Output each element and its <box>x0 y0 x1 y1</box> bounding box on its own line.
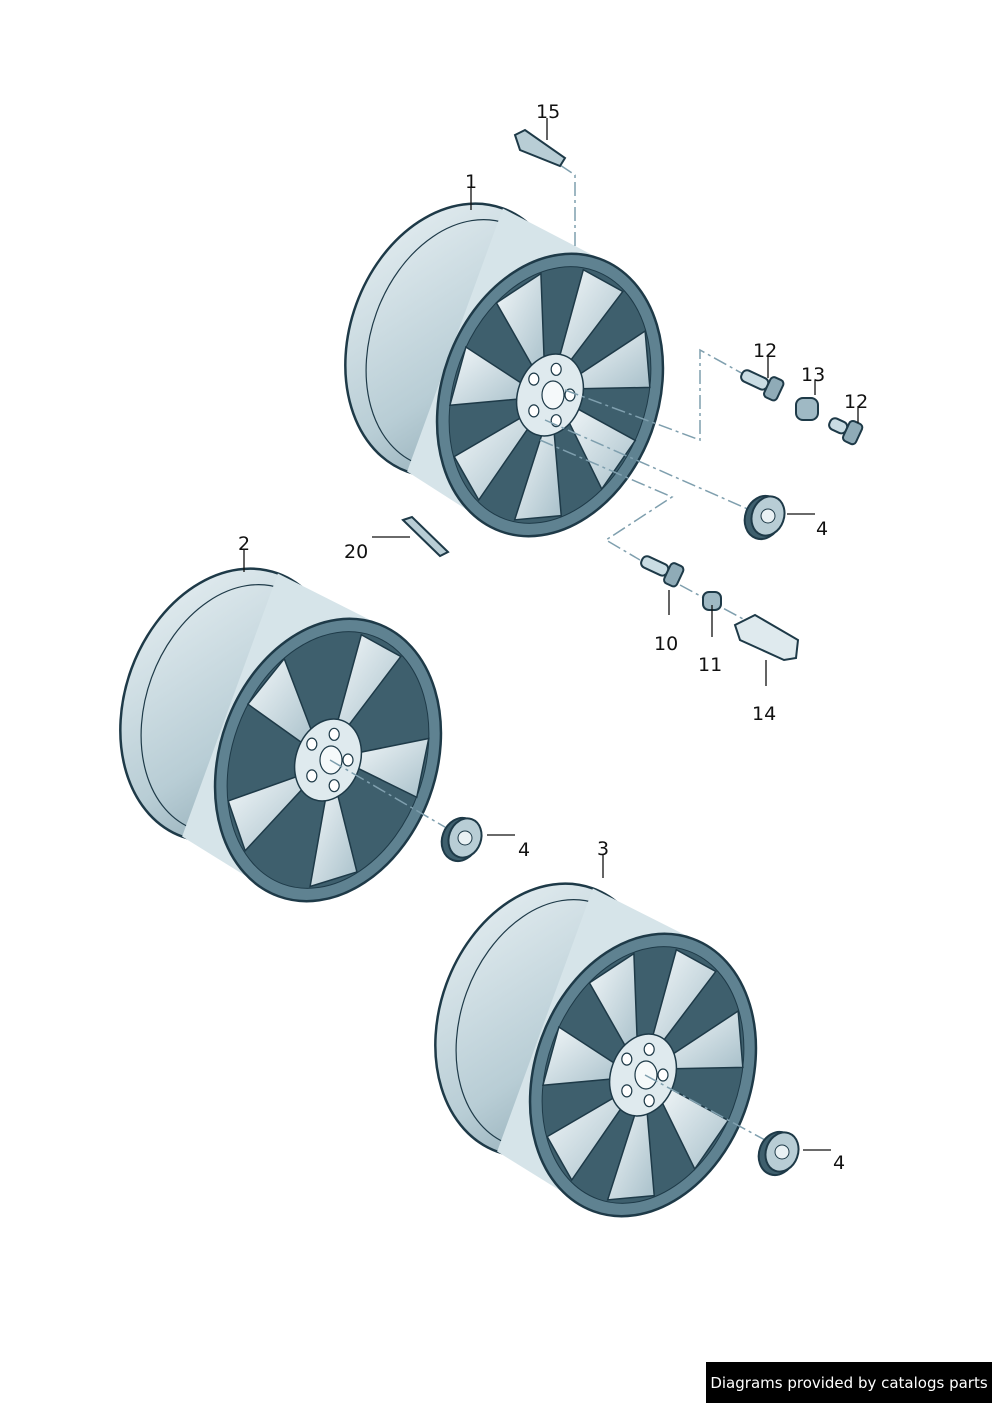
bolt-hole <box>306 769 318 783</box>
spoke <box>663 1009 744 1070</box>
removal-tool-14 <box>733 613 800 662</box>
callout-4b: 4 <box>518 839 531 861</box>
callout-1: 1 <box>465 171 478 193</box>
callout-3: 3 <box>597 838 610 860</box>
center-cap-4c <box>757 1130 800 1177</box>
spoke <box>448 345 530 407</box>
spoke <box>349 737 430 799</box>
bolt-hole <box>342 753 354 767</box>
callout-4a: 4 <box>816 518 829 540</box>
bolt-hole <box>306 737 318 751</box>
callout-20: 20 <box>344 541 369 563</box>
bolt-hole <box>621 1084 633 1098</box>
wheel-bolt-12b <box>828 417 864 446</box>
wheel-rim-1-spokes <box>448 268 651 521</box>
leader-bolt-2 <box>539 439 674 561</box>
wheel-rim-3-spokes <box>541 948 744 1201</box>
callout-12a: 12 <box>753 340 778 362</box>
bolt-hole <box>328 727 340 741</box>
spoke <box>556 268 624 370</box>
callout-15: 15 <box>536 101 561 123</box>
bolt-hole <box>621 1052 633 1066</box>
spoke <box>495 272 546 376</box>
callout-2: 2 <box>238 533 251 555</box>
footer-credit: Diagrams provided by catalogs parts <box>706 1362 992 1403</box>
callout-13: 13 <box>801 364 826 386</box>
wheel-rim-2-spokes <box>227 633 430 888</box>
wheel-rim-1 <box>344 202 665 538</box>
bolt-hole <box>528 372 540 386</box>
bolt-hole <box>657 1068 669 1082</box>
bolt-hole <box>328 779 340 793</box>
wheel-rim-2 <box>119 567 443 903</box>
spoke <box>227 772 311 853</box>
leader-bolt-1 <box>564 348 746 442</box>
bolt-hole <box>550 362 562 376</box>
spoke <box>656 1083 730 1171</box>
spoke <box>334 633 402 735</box>
spoke <box>453 411 535 502</box>
center-cap-4b <box>440 816 483 863</box>
bolt-hole <box>643 1094 655 1108</box>
callout-4c: 4 <box>833 1152 846 1174</box>
bolt-hole <box>643 1042 655 1056</box>
tire-valve-15 <box>513 128 567 168</box>
center-cap-4a <box>743 494 786 541</box>
spoke <box>649 948 717 1050</box>
leader-cap-1 <box>544 419 751 511</box>
spoke <box>563 403 637 491</box>
wheel-rim-3 <box>434 882 758 1218</box>
spoke <box>541 1025 623 1087</box>
lock-bolt-12a <box>740 369 785 402</box>
leader-cap-3 <box>644 1074 766 1141</box>
callout-10: 10 <box>654 633 679 655</box>
spoke <box>570 329 651 390</box>
center-bore <box>541 380 565 410</box>
spoke <box>309 784 358 888</box>
callout-12b: 12 <box>844 391 869 413</box>
spoke <box>246 657 316 749</box>
leader-cap-2 <box>329 759 451 831</box>
wheel-bolt-10 <box>640 555 685 588</box>
spoke <box>513 421 563 521</box>
lock-adapter-13 <box>795 397 819 421</box>
spoke <box>546 1091 628 1182</box>
callout-14: 14 <box>752 703 777 725</box>
balance-weight-20 <box>401 515 450 558</box>
spoke <box>606 1101 656 1201</box>
callout-11: 11 <box>698 654 723 676</box>
leader-valve <box>559 164 576 250</box>
bolt-hole <box>528 404 540 418</box>
spoke <box>588 952 639 1056</box>
